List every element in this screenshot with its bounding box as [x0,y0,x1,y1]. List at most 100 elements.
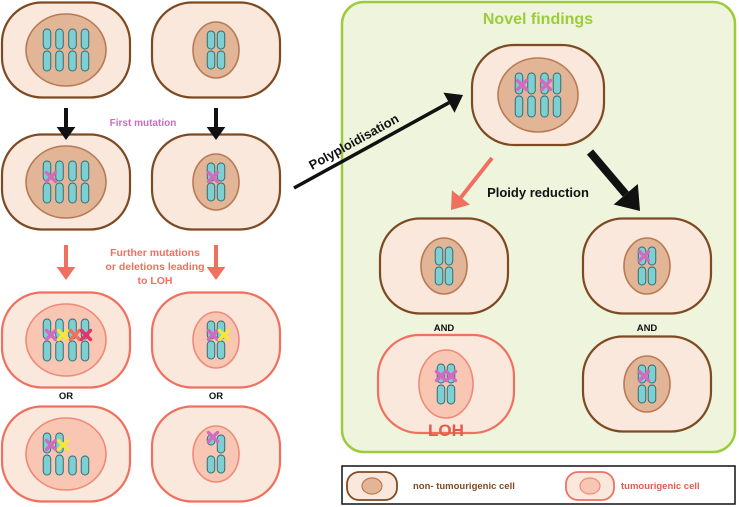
cell-left-tumour-b [0,405,132,503]
legend-tumourigenic-label: tumourigenic cell [621,481,700,492]
nucleus [25,145,107,219]
chromosome-arm [68,182,77,204]
arrow-head [451,190,470,210]
cell-right-tumour-b [150,405,282,503]
nucleus [25,417,107,491]
chromosome [216,30,226,70]
chromosome-arm [216,454,226,474]
chromosome-arm [216,50,226,70]
nucleus [192,425,240,483]
ploidy-reduction-label: Ploidy reduction [487,185,589,200]
arrow-head [443,92,463,113]
chromosome-arm [206,30,216,50]
cell-right-first-mutation [150,133,282,231]
chromosome [647,364,657,404]
chromosome [80,455,90,476]
chromosome-arm [68,28,77,50]
chromosome [80,28,90,72]
chromosome-arm [68,160,77,182]
chromosome-arm [55,50,64,72]
arrow-shaft [586,149,629,197]
chromosome-arm [55,160,64,182]
chromosome-arm [206,50,216,70]
chromosome-arm [552,72,562,95]
cell-left-tumour-a [0,291,132,389]
legend-non-tumourigenic-label: non- tumourigenic cell [413,481,515,492]
chromosome-arm [527,72,536,95]
chromosome-arm [68,50,77,72]
cell-right-initial [150,1,282,99]
arrow-left-first-mutation [56,108,76,140]
chromosome-arm [434,266,444,286]
chromosome-arm [206,455,216,474]
chromosome-arm [80,160,90,182]
chromosome-arm [42,28,52,50]
nucleus [192,21,240,79]
chromosome-arm [68,455,77,476]
chromosome-arm [42,340,52,362]
loh-label: LOH [428,421,464,440]
arrow-head [206,127,226,140]
arrow-shaft [293,101,450,190]
arrow-head [613,183,640,211]
cell-loh [376,333,516,435]
cell-left-initial [0,1,132,99]
chromosome-arm [80,455,90,476]
chromosome-arm [216,340,226,360]
chromosome-arm [647,246,657,266]
chromosome-arm [552,95,562,118]
cell-right-tumour-a [150,291,282,389]
chromosome-arm [647,266,657,286]
cell-polyploid [470,43,606,147]
arrow-ploidy-reduction-left [451,156,494,210]
chromosome-arm [42,50,52,72]
legend-tumourigenic-icon [565,471,615,501]
chromosome [444,246,454,286]
arrow-left-further [56,245,76,280]
chromosome-arm [80,28,90,50]
chromosome-arm [80,340,90,362]
chromosome-arm [206,182,216,202]
cell-reduced-left-normal [378,217,510,315]
chromosome [434,246,444,286]
chromosome [55,160,64,204]
chromosome [527,72,536,118]
or-label-right: OR [209,391,223,402]
chromosome-arm [647,384,657,404]
arrow-right-first-mutation [206,108,226,140]
nucleus [579,477,601,495]
chromosome [42,28,52,72]
chromosome-arm [42,454,52,476]
chromosome-arm [80,182,90,204]
chromosome-arm [55,28,64,50]
chromosome-arm [540,95,549,118]
legend-non-tumourigenic-icon [346,471,398,501]
chromosome-arm [55,182,64,204]
chromosome-arm [55,340,64,362]
nucleus [418,349,474,419]
cell-left-first-mutation [0,133,132,231]
further-mutations-label-line2: or deletions leading [105,261,204,273]
arrow-head [206,267,226,280]
chromosome [68,28,77,72]
chromosome [552,72,562,118]
chromosome-arm [446,384,456,405]
chromosome [206,30,216,70]
chromosome [216,434,226,474]
chromosome-arm [80,50,90,72]
arrow-shaft [459,156,494,199]
chromosome-arm [216,30,226,50]
chromosome [80,160,90,204]
arrow-ploidy-reduction-right [586,149,640,211]
chromosome-arm [206,340,216,360]
and-label-left: AND [434,323,455,334]
chromosome [216,162,226,202]
arrow-polyploidisation [293,92,463,190]
nucleus [623,237,671,295]
chromosome [55,28,64,72]
chromosome-arm [444,266,454,286]
and-label-right: AND [637,323,658,334]
chromosome-arm [514,95,524,118]
chromosome-arm [434,246,444,266]
